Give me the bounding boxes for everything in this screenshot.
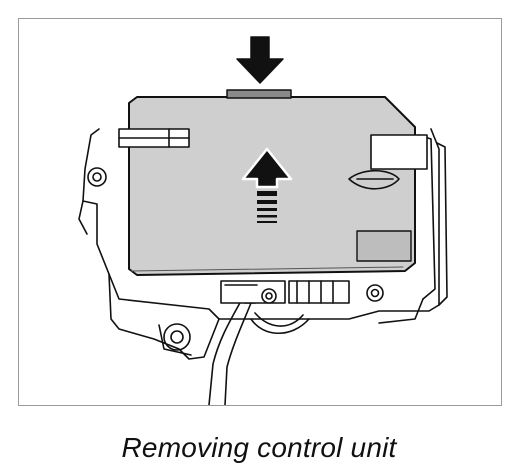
- left-latch: [118, 128, 190, 148]
- illustration-frame: [18, 18, 502, 406]
- top-clip: [226, 89, 292, 99]
- mounting-bracket: [78, 128, 448, 360]
- arrow-up-icon: [241, 147, 293, 223]
- label-recess: [356, 230, 412, 262]
- mount-lug: [163, 323, 191, 351]
- bracket-hole-left: [87, 167, 107, 187]
- figure-caption: Removing control unit: [121, 432, 397, 463]
- connector: [220, 280, 350, 304]
- cable: [208, 300, 310, 405]
- right-latch: [348, 134, 428, 190]
- control-unit-diagram: [78, 36, 448, 405]
- arrow-down-icon: [236, 36, 284, 84]
- bracket-hole-right: [366, 284, 384, 302]
